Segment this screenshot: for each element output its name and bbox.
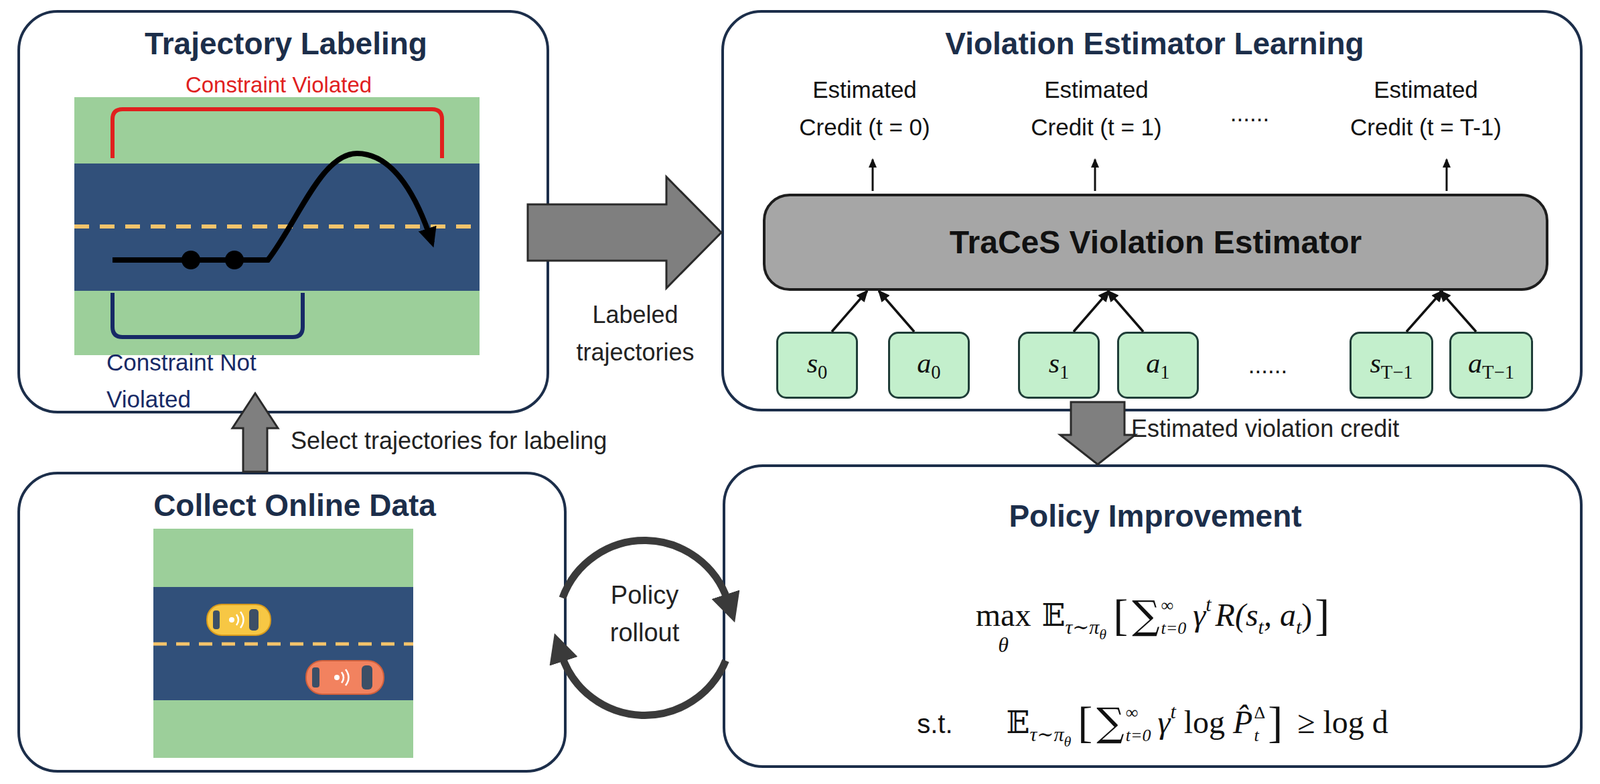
panel-box: Trajectory LabelingConstraint ViolatedCo… <box>17 10 550 414</box>
formula-term: , a <box>1263 595 1296 635</box>
formula-term: ∞ <box>1161 594 1175 617</box>
formula-term: t <box>1205 592 1211 617</box>
symbol-subscript: 1 <box>1159 361 1170 383</box>
symbol-subscript: T−1 <box>1380 361 1414 383</box>
edge-label: Select trajectories for labeling <box>290 425 607 456</box>
violation-label: Constraint Violated <box>144 71 413 99</box>
formula-term: γ <box>1192 595 1206 635</box>
formula-stack: ∞t=0 <box>1161 594 1187 640</box>
formula-term: ] <box>1267 695 1283 749</box>
edge-label: Labeled trajectories <box>561 296 710 372</box>
formula-term: R(s <box>1215 595 1259 635</box>
input-box: sT−1 <box>1349 331 1434 399</box>
formula-term: Δ <box>1253 701 1266 724</box>
formula-term: s.t. <box>916 707 953 740</box>
block-arrow <box>527 176 722 288</box>
formula-term: γ <box>1157 702 1171 742</box>
panel-box: Collect Online Data <box>17 471 567 773</box>
output-label: Estimated Credit (t = 0) <box>782 70 947 147</box>
formula-term: [ <box>1113 588 1128 641</box>
formula-term: t <box>1253 723 1259 747</box>
formula-term: P̂ <box>1232 702 1253 742</box>
formula-term: τ∼π <box>1030 721 1065 747</box>
output-label: Estimated Credit (t = 1) <box>1014 70 1179 147</box>
formula-term: θ <box>1063 732 1071 751</box>
symbol-subscript: T−1 <box>1482 361 1515 383</box>
formula-term: t <box>1295 614 1302 639</box>
symbol-letter: a <box>1468 347 1483 379</box>
formula-term: log <box>1184 702 1225 742</box>
symbol-letter: s <box>807 347 818 379</box>
panel-title: Violation Estimator Learning <box>723 25 1586 63</box>
panel-box: Policy Improvementmaxθ𝔼τ∼πθ[∑∞t=0γtR(st,… <box>722 464 1583 768</box>
ellipsis: ...... <box>1227 346 1308 384</box>
edge-label: Estimated violation credit <box>1131 413 1400 444</box>
input-box: aT−1 <box>1449 331 1534 399</box>
no-violation-label: Constraint Not Violated <box>106 343 308 418</box>
formula-term: t=0 <box>1161 616 1187 640</box>
input-symbol: a0 <box>916 346 941 384</box>
formula-term: ) <box>1301 595 1313 635</box>
input-symbol: s0 <box>807 346 828 384</box>
cycle-arrows <box>561 540 728 716</box>
formula-term: ∑ <box>1096 699 1124 747</box>
output-label: Estimated Credit (t = T-1) <box>1344 70 1508 147</box>
symbol-letter: s <box>1048 347 1060 379</box>
formula-stack: maxθ <box>975 600 1032 660</box>
symbol-letter: s <box>1369 347 1381 379</box>
formula-term: ≥ log d <box>1297 702 1389 742</box>
symbol-subscript: 0 <box>930 361 941 383</box>
formula-term: θ <box>997 629 1009 660</box>
input-box: s0 <box>776 331 858 399</box>
symbol-subscript: 0 <box>817 361 828 383</box>
formula-term: ∑ <box>1131 592 1160 639</box>
edge-label: Policy rollout <box>591 575 699 651</box>
panel-box: Violation Estimator LearningEstimated Cr… <box>721 10 1583 412</box>
input-symbol: sT−1 <box>1369 346 1413 384</box>
formula-term: [ <box>1077 695 1093 749</box>
input-symbol: s1 <box>1048 346 1070 384</box>
symbol-letter: a <box>1145 347 1160 379</box>
formula-term: ∞ <box>1125 701 1139 724</box>
ellipsis: ...... <box>1209 94 1290 132</box>
symbol-subscript: 1 <box>1059 361 1069 383</box>
input-box: s1 <box>1017 331 1100 399</box>
formula-term: τ∼π <box>1064 614 1100 639</box>
cycle-arc <box>561 654 726 715</box>
model-box: TraCeS Violation Estimator <box>762 193 1549 291</box>
formula-row: s.t.𝔼τ∼πθ[∑∞t=0γtlogP̂Δt]≥ log d <box>725 691 1580 762</box>
symbol-letter: a <box>916 347 931 379</box>
panel-title: Trajectory Labeling <box>20 25 552 63</box>
formula-term: max <box>975 600 1032 630</box>
input-symbol: a1 <box>1145 346 1170 384</box>
formula-term: ] <box>1314 588 1330 641</box>
formula-term: θ <box>1099 625 1107 643</box>
formula-term: t <box>1258 614 1264 639</box>
formula-stack: ∞t=0 <box>1125 701 1152 747</box>
formula-stack: Δt <box>1253 701 1266 747</box>
formula-term: t=0 <box>1125 723 1152 747</box>
input-box: a0 <box>888 331 970 399</box>
formula-term: 𝔼 <box>1041 596 1065 634</box>
formula-row: maxθ𝔼τ∼πθ[∑∞t=0γtR(st, at)] <box>725 584 1580 660</box>
input-symbol: aT−1 <box>1468 346 1515 384</box>
panel-title: Collect Online Data <box>20 486 570 524</box>
model-label: TraCeS Violation Estimator <box>949 223 1362 262</box>
input-box: a1 <box>1117 331 1199 399</box>
formula-term: 𝔼 <box>1006 703 1031 741</box>
formula-term: t <box>1170 699 1176 724</box>
panel-title: Policy Improvement <box>725 497 1586 535</box>
